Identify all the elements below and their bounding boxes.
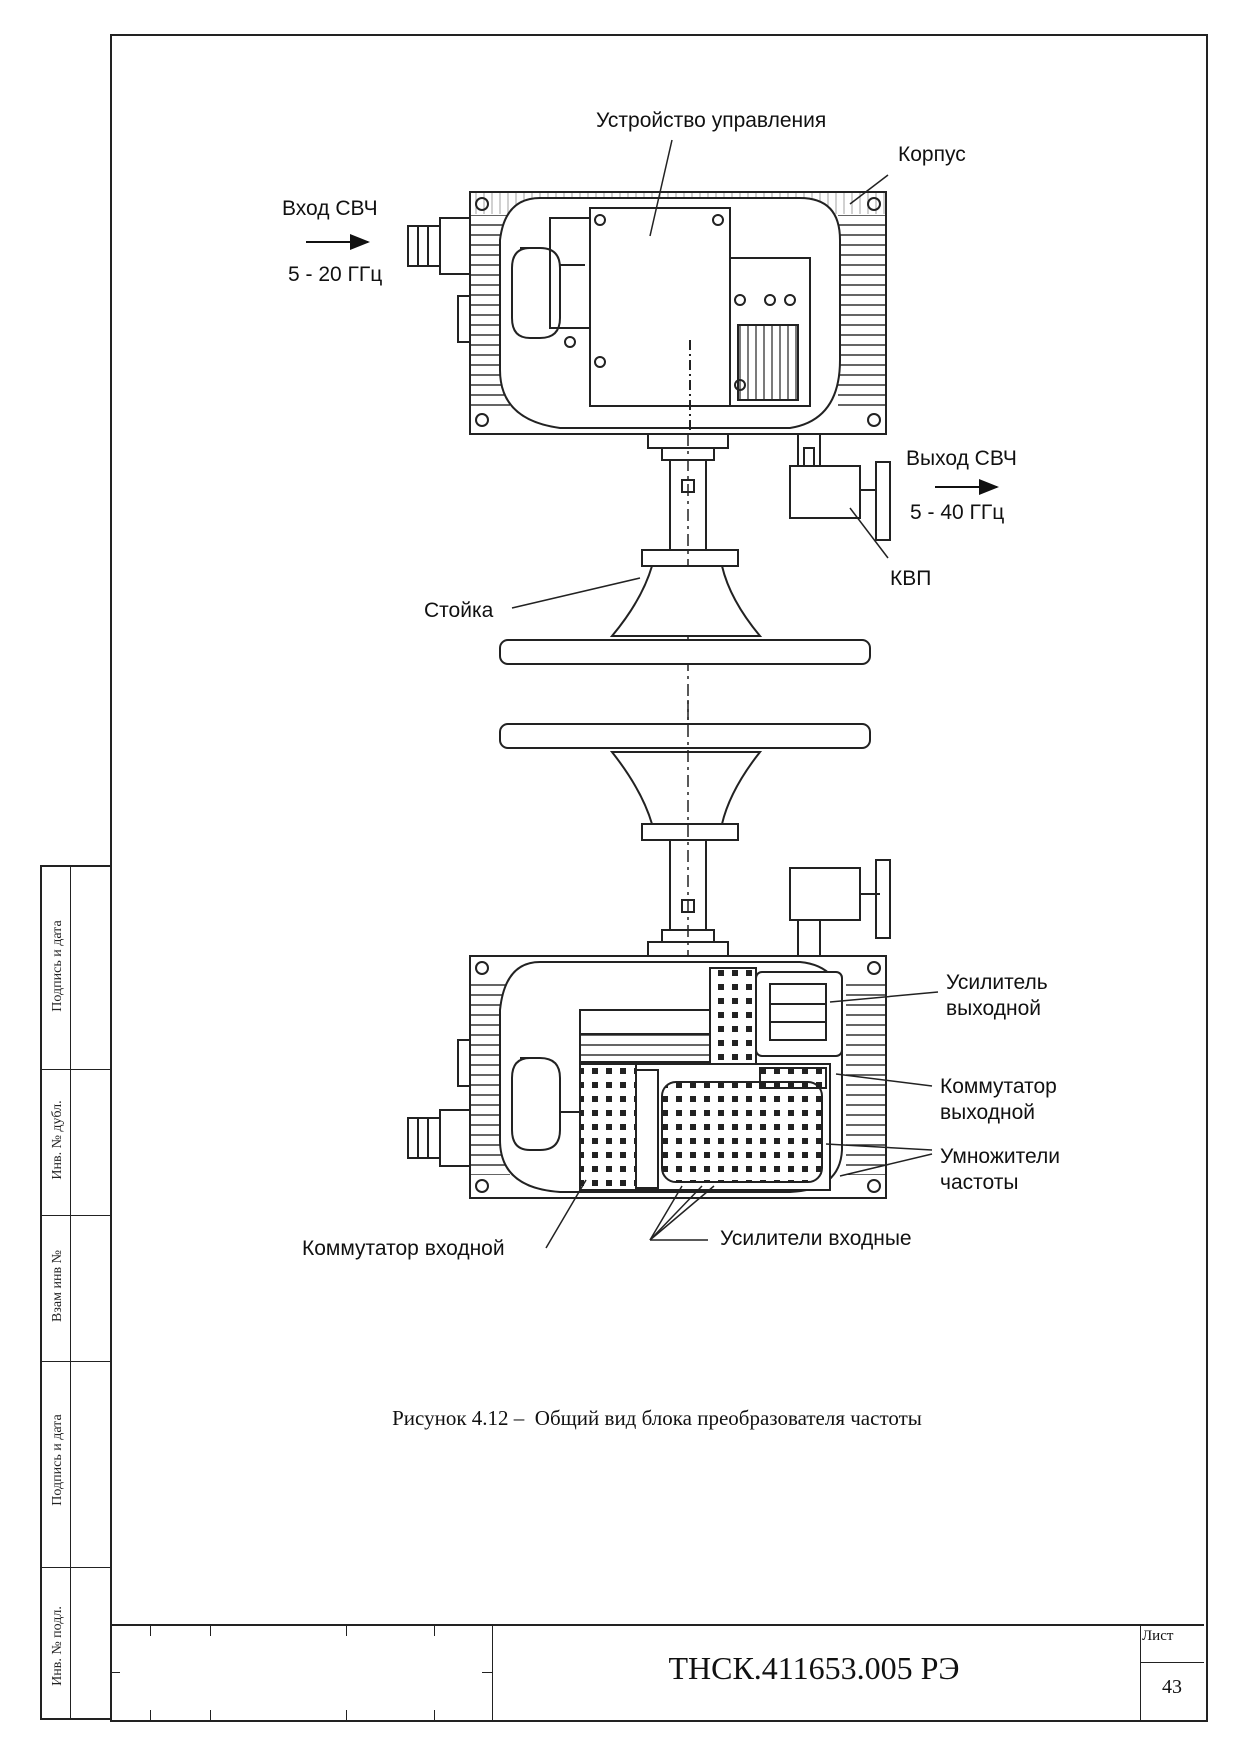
label-housing: Корпус — [898, 143, 966, 166]
label-input: Вход СВЧ — [282, 197, 378, 220]
label-stand: Стойка — [424, 599, 494, 622]
label-input-switch: Коммутатор входной — [302, 1237, 505, 1260]
label-output-switch: Коммутатор выходной — [940, 1075, 1057, 1125]
sheet-number: 43 — [1162, 1676, 1182, 1698]
label-freq-multipliers: Умножители частоты — [940, 1145, 1061, 1195]
leader-lines — [511, 139, 939, 1249]
figure-caption: Рисунок 4.12 – Общий вид блока преобразо… — [392, 1406, 922, 1430]
page-frame — [110, 34, 1208, 1722]
side-stamp — [40, 865, 112, 1720]
top-unit — [407, 191, 891, 720]
label-output-amp: Усилитель выходной — [946, 971, 1048, 1021]
label-input-amps: Усилители входные — [720, 1227, 912, 1250]
label-output-freq: 5 - 40 ГГц — [910, 501, 1005, 524]
label-control-unit: Устройство управления — [596, 109, 827, 132]
doc-number: ТНСК.411653.005 РЭ — [668, 1650, 960, 1686]
label-output: Выход СВЧ — [906, 447, 1017, 470]
label-kvp: КВП — [890, 567, 932, 590]
sheet-label: Лист — [1142, 1628, 1174, 1644]
label-input-freq: 5 - 20 ГГц — [288, 263, 383, 286]
bottom-unit — [407, 700, 891, 1199]
title-block — [110, 1624, 1204, 1722]
